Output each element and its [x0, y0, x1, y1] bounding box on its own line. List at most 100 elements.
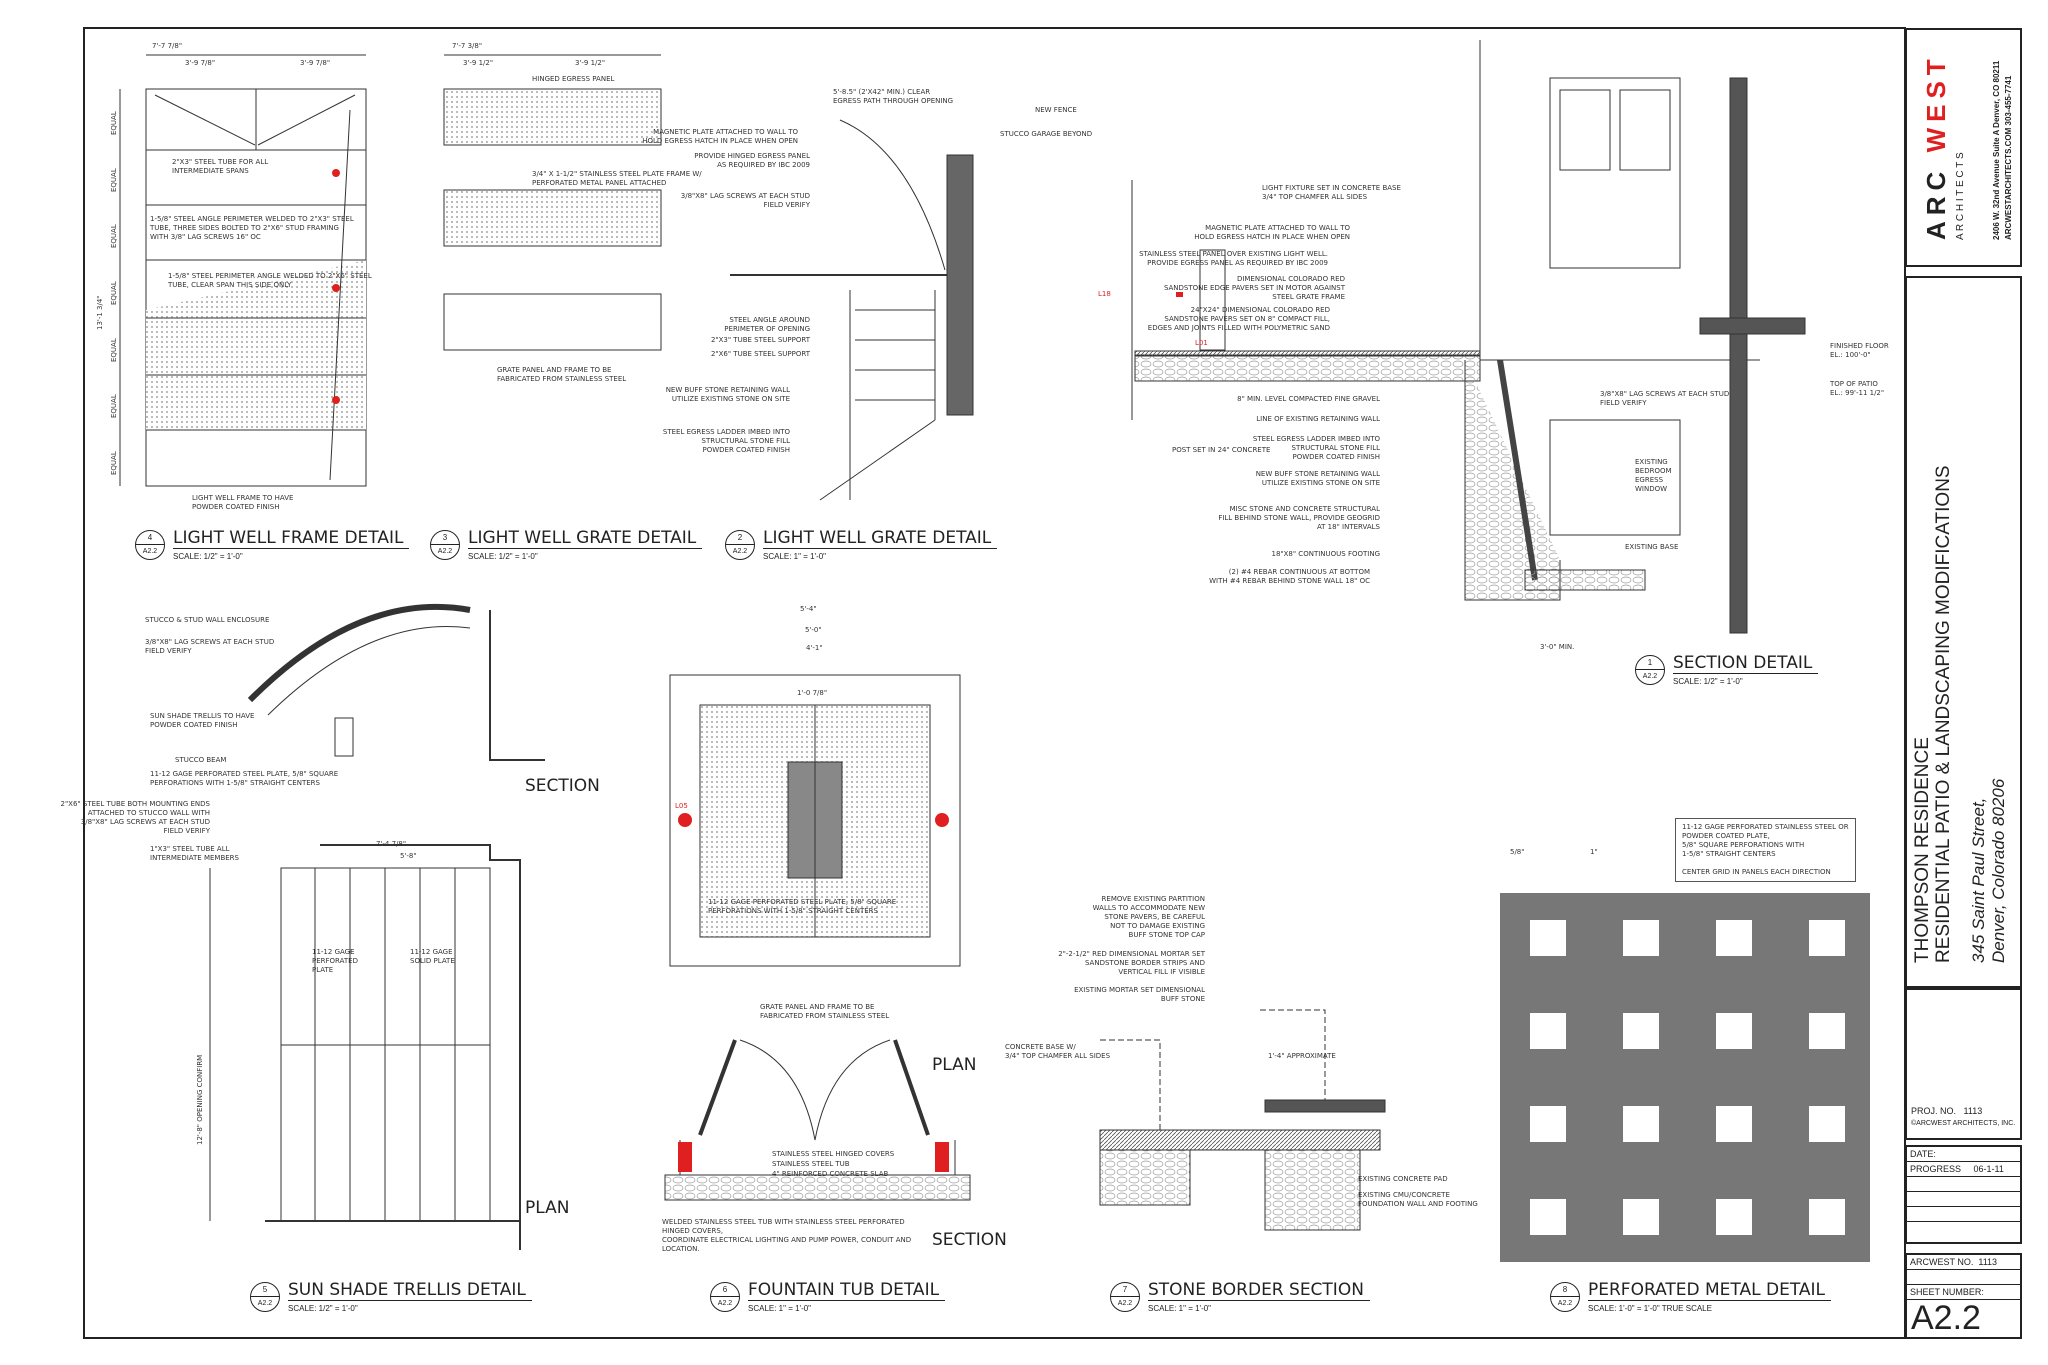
- fountain-note: CONCRETE BASE W/ 3/4" TOP CHAMFER ALL SI…: [1005, 1043, 1111, 1060]
- dim-tub-width-4: 1'-0 7/8": [797, 689, 828, 697]
- detail-scale: SCALE: 1" = 1'-0": [763, 552, 827, 561]
- light-well-frame-drawing: [119, 54, 367, 487]
- dim-frame-half-right: 3'-9 7/8": [300, 59, 331, 67]
- project-box: THOMPSON RESIDENCE RESIDENTIAL PATIO & L…: [1905, 276, 2022, 990]
- dim-trellis-width-2: 5'-8": [400, 852, 417, 860]
- dim-tub-width-2: 5'-0": [805, 626, 822, 634]
- project-description: RESIDENTIAL PATIO & LANDSCAPING MODIFICA…: [1933, 465, 1954, 963]
- tag-l01: L01: [1195, 339, 1208, 347]
- section-note: EXISTING BASE: [1625, 543, 1679, 551]
- project-city: Denver, Colorado 80206: [1989, 778, 2008, 963]
- sheet-number-box: ARCWEST NO. 1113 SHEET NUMBER: A2.2: [1905, 1253, 2022, 1339]
- detail-name: LIGHT WELL GRATE DETAIL: [763, 528, 998, 549]
- trellis-note: 11-12 GAGE PERFORATED PLATE: [312, 948, 358, 974]
- tag-l18: L18: [1098, 290, 1111, 298]
- detail-scale: SCALE: 1/2" = 1'-0": [1673, 677, 1743, 686]
- fountain-note: GRATE PANEL AND FRAME TO BE FABRICATED F…: [760, 1003, 890, 1020]
- trellis-note: 2"x6" STEEL TUBE BOTH MOUNTING ENDS ATTA…: [60, 800, 211, 835]
- tag-l05: L05: [675, 802, 688, 810]
- date-box: DATE: PROGRESS 06-1-11: [1905, 1145, 2022, 1244]
- trellis-note: 11-12 GAGE SOLID PLATE: [410, 948, 455, 965]
- section-note: 8" MIN. LEVEL COMPACTED FINE GRAVEL: [1237, 395, 1380, 403]
- perforation: [1623, 1106, 1659, 1142]
- stone-note: EXISTING CONCRETE PAD: [1358, 1175, 1448, 1183]
- section-label-fountain: SECTION: [932, 1230, 1007, 1250]
- grate2-note: 2"x6" TUBE STEEL SUPPORT: [710, 350, 810, 358]
- detail-name: SUN SHADE TRELLIS DETAIL: [288, 1280, 532, 1301]
- trellis-note: SUN SHADE TRELLIS TO HAVE POWDER COATED …: [150, 712, 255, 729]
- proj-no: PROJ. NO. 1113: [1911, 1106, 1983, 1116]
- sheet-number-label: SHEET NUMBER:: [1907, 1285, 2020, 1300]
- firm-subtitle: A R C H I T E C T S: [1955, 152, 1966, 240]
- section-note: POST SET IN 24" CONCRETE: [1172, 446, 1271, 454]
- detail-scale: SCALE: 1" = 1'-0": [748, 1304, 812, 1313]
- frame-note: 1-5/8" STEEL PERIMETER ANGLE WELDED TO 2…: [168, 272, 372, 289]
- dim-equal: EQUAL: [110, 111, 118, 135]
- trellis-note: STUCCO & STUD WALL ENCLOSURE: [145, 616, 270, 624]
- trellis-note: 11-12 GAGE PERFORATED STEEL PLATE, 5/8" …: [150, 770, 339, 787]
- dim-equal: EQUAL: [110, 168, 118, 192]
- section-note: DIMENSIONAL COLORADO RED SANDSTONE EDGE …: [1163, 275, 1345, 301]
- copyright: ©ARCWEST ARCHITECTS, INC.: [1911, 1120, 2016, 1127]
- stone-note: EXISTING CMU/CONCRETE FOUNDATION WALL AN…: [1358, 1191, 1478, 1208]
- top-of-patio-label: TOP OF PATIO EL.: 99'-11 1/2": [1830, 380, 1885, 397]
- plan-label-fountain: PLAN: [932, 1055, 977, 1075]
- section-note: STUCCO GARAGE BEYOND: [1000, 130, 1093, 138]
- perforation: [1716, 1013, 1752, 1049]
- perforation: [1716, 1106, 1752, 1142]
- fountain-note: STAINLESS STEEL TUB: [772, 1160, 850, 1168]
- plan-label: PLAN: [525, 1198, 570, 1218]
- detail-name: SECTION DETAIL: [1673, 653, 1819, 674]
- perforation: [1530, 920, 1566, 956]
- stone-note: 2"-2-1/2" RED DIMENSIONAL MORTAR SET SAN…: [1058, 950, 1205, 976]
- dim-grate-half-left: 3'-9 1/2": [463, 59, 494, 67]
- detail-scale: SCALE: 1/2" = 1'-0": [468, 552, 538, 561]
- perforation: [1623, 920, 1659, 956]
- section-note: LINE OF EXISTING RETAINING WALL: [1256, 415, 1380, 423]
- stone-note: EXISTING MORTAR SET DIMENSIONAL BUFF STO…: [1074, 986, 1205, 1003]
- perforation: [1809, 920, 1845, 956]
- grate2-note: 5'-8.5" (2'x42" MIN.) CLEAR EGRESS PATH …: [833, 88, 954, 105]
- proj-no-box: PROJ. NO. 1113 ©ARCWEST ARCHITECTS, INC.: [1905, 986, 2022, 1140]
- section-note: NEW BUFF STONE RETAINING WALL UTILIZE EX…: [1255, 470, 1380, 487]
- dim-frame-height: 13'-1 3/4": [96, 295, 104, 330]
- detail-name: STONE BORDER SECTION: [1148, 1280, 1370, 1301]
- detail-name: PERFORATED METAL DETAIL: [1588, 1280, 1832, 1301]
- arcwest-no: ARCWEST NO. 1113: [1907, 1255, 2020, 1270]
- perforation: [1716, 920, 1752, 956]
- perforation: [1809, 1199, 1845, 1235]
- section-note: 18"x8" CONTINUOUS FOOTING: [1271, 550, 1380, 558]
- grate2-note: 2"x3" TUBE STEEL SUPPORT: [710, 336, 810, 344]
- dim-equal: EQUAL: [110, 394, 118, 418]
- firm-logo-box: ARC WEST A R C H I T E C T S 2406 W. 32n…: [1905, 28, 2022, 267]
- section-note: NEW FENCE: [1035, 106, 1077, 114]
- dim-grate-width: 7'-7 3/8": [452, 42, 483, 50]
- frame-note: LIGHT WELL FRAME TO HAVE POWDER COATED F…: [192, 494, 294, 511]
- stone-note: REMOVE EXISTING PARTITION WALLS TO ACCOM…: [1092, 895, 1205, 939]
- dim-equal: EQUAL: [110, 451, 118, 475]
- dim-frame-half-left: 3'-9 7/8": [185, 59, 216, 67]
- firm-address: 2406 W. 32nd Avenue Suite A Denver, CO 8…: [1992, 60, 2001, 240]
- section-note: MISC STONE AND CONCRETE STRUCTURAL FILL …: [1218, 505, 1380, 531]
- project-name: THOMPSON RESIDENCE: [1912, 737, 1933, 963]
- grate2-note: 3/8"x8" LAG SCREWS AT EACH STUD FIELD VE…: [680, 192, 810, 209]
- grate3-note: HINGED EGRESS PANEL: [532, 75, 615, 83]
- section-note: MAGNETIC PLATE ATTACHED TO WALL TO HOLD …: [1194, 224, 1350, 241]
- detail-scale: SCALE: 1'-0" = 1'-0" TRUE SCALE: [1588, 1304, 1712, 1313]
- dim-section-min: 3'-0" MIN.: [1540, 643, 1575, 651]
- dim-frame-width: 7'-7 7/8": [152, 42, 183, 50]
- fountain-note: WELDED STAINLESS STEEL TUB WITH STAINLES…: [662, 1218, 912, 1253]
- frame-note: 2"x3" STEEL TUBE FOR ALL INTERMEDIATE SP…: [172, 158, 269, 175]
- detail-name: LIGHT WELL GRATE DETAIL: [468, 528, 703, 549]
- fountain-tub-drawing: [664, 674, 971, 1201]
- trellis-note: STUCCO BEAM: [175, 756, 227, 764]
- trellis-note: 1"x3" STEEL TUBE ALL INTERMEDIATE MEMBER…: [150, 845, 239, 862]
- trellis-note: 3/8"x8" LAG SCREWS AT EACH STUD FIELD VE…: [145, 638, 275, 655]
- dim-perf-b: 1": [1590, 848, 1598, 856]
